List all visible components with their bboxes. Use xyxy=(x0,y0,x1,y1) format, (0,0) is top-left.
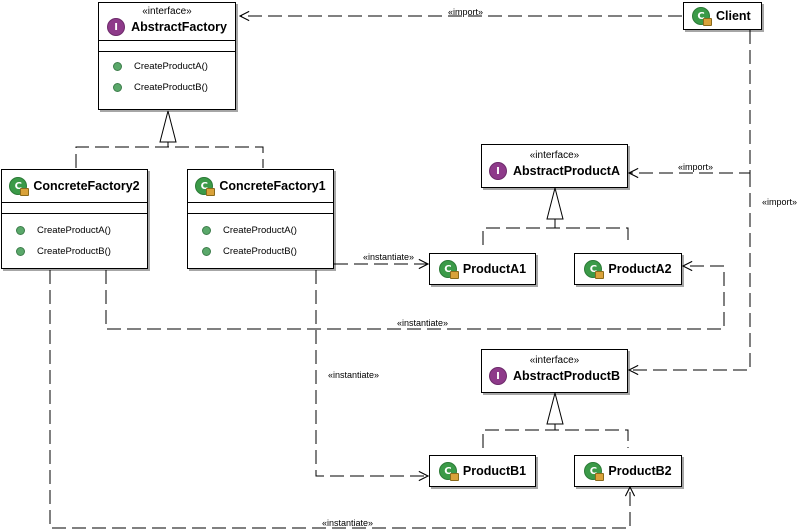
realization-triangle-abstract-product-b xyxy=(546,392,564,425)
class-badge-icon: C xyxy=(438,462,459,481)
label-client-abstract-factory: «import» xyxy=(448,7,484,17)
label-cf2-product-b2: «instantiate» xyxy=(322,518,374,528)
public-method-icon xyxy=(113,62,122,71)
class-client[interactable]: C Client xyxy=(683,2,762,30)
realization-triangle-abstract-factory xyxy=(159,110,177,143)
label-cf1-product-b1: «instantiate» xyxy=(328,370,380,380)
method-row: CreateProductB() xyxy=(99,77,235,98)
class-name: ProductB1 xyxy=(462,464,527,478)
public-method-icon xyxy=(202,226,211,235)
method-row: CreateProductA() xyxy=(2,220,147,241)
class-concrete-factory2[interactable]: C ConcreteFactory2 CreateProductA() Crea… xyxy=(1,169,148,269)
method-label: CreateProductA() xyxy=(134,61,208,72)
class-product-b1[interactable]: C ProductB1 xyxy=(429,455,536,487)
class-name: ConcreteFactory2 xyxy=(33,179,140,193)
stereotype-label: «interface» xyxy=(529,150,580,161)
public-method-icon xyxy=(202,247,211,256)
method-label: CreateProductA() xyxy=(223,225,297,236)
class-name: AbstractProductB xyxy=(513,369,620,383)
realization-triangle-abstract-product-a xyxy=(546,187,564,220)
method-row: CreateProductA() xyxy=(99,56,235,77)
interface-badge-icon: I xyxy=(107,18,126,36)
class-badge-icon: C xyxy=(9,177,30,196)
class-name: AbstractProductA xyxy=(513,164,620,178)
class-name: AbstractFactory xyxy=(131,20,227,34)
label-client-abstract-product-b: «import» xyxy=(762,197,798,207)
connector-client-abstract-product-b xyxy=(629,173,751,370)
class-concrete-factory1[interactable]: C ConcreteFactory1 CreateProductA() Crea… xyxy=(187,169,334,269)
connector-client-abstract-product-a xyxy=(629,30,751,173)
connector-cf2-product-a2 xyxy=(105,266,725,330)
public-method-icon xyxy=(113,83,122,92)
public-method-icon xyxy=(16,226,25,235)
interface-badge-icon: I xyxy=(489,367,508,385)
class-badge-icon: C xyxy=(195,177,216,196)
public-method-icon xyxy=(16,247,25,256)
stereotype-label: «interface» xyxy=(142,6,192,17)
interface-badge-icon: I xyxy=(489,162,508,180)
class-name: Client xyxy=(716,9,751,23)
stereotype-label: «interface» xyxy=(529,355,580,366)
connector-cf1-product-b1 xyxy=(315,270,428,476)
class-name: ProductA2 xyxy=(608,262,672,276)
class-badge-icon: C xyxy=(438,260,459,279)
class-abstract-product-a[interactable]: «interface» I AbstractProductA xyxy=(481,144,628,188)
method-label: CreateProductB() xyxy=(37,246,111,257)
class-product-a2[interactable]: C ProductA2 xyxy=(574,253,682,285)
label-cf2-product-a2: «instantiate» xyxy=(397,318,449,328)
connector-realization-factories xyxy=(75,142,264,168)
method-row: CreateProductB() xyxy=(2,241,147,262)
method-label: CreateProductB() xyxy=(134,82,208,93)
class-badge-icon: C xyxy=(584,260,605,279)
class-badge-icon: C xyxy=(584,462,605,481)
method-row: CreateProductA() xyxy=(188,220,333,241)
connector-cf2-product-b2 xyxy=(49,270,630,529)
label-client-abstract-product-a: «import» xyxy=(678,162,714,172)
class-abstract-factory[interactable]: «interface» I AbstractFactory CreateProd… xyxy=(98,2,236,110)
class-product-a1[interactable]: C ProductA1 xyxy=(429,253,536,285)
method-label: CreateProductA() xyxy=(37,225,111,236)
connector-realization-products-b xyxy=(482,424,629,448)
class-name: ProductB2 xyxy=(608,464,672,478)
class-product-b2[interactable]: C ProductB2 xyxy=(574,455,682,487)
class-badge-icon: C xyxy=(692,7,712,26)
connector-realization-products-a xyxy=(482,219,629,245)
class-abstract-product-b[interactable]: «interface» I AbstractProductB xyxy=(481,349,628,393)
method-row: CreateProductB() xyxy=(188,241,333,262)
method-label: CreateProductB() xyxy=(223,246,297,257)
label-cf1-product-a1: «instantiate» xyxy=(363,252,415,262)
class-name: ConcreteFactory1 xyxy=(219,179,326,193)
class-name: ProductA1 xyxy=(462,262,527,276)
